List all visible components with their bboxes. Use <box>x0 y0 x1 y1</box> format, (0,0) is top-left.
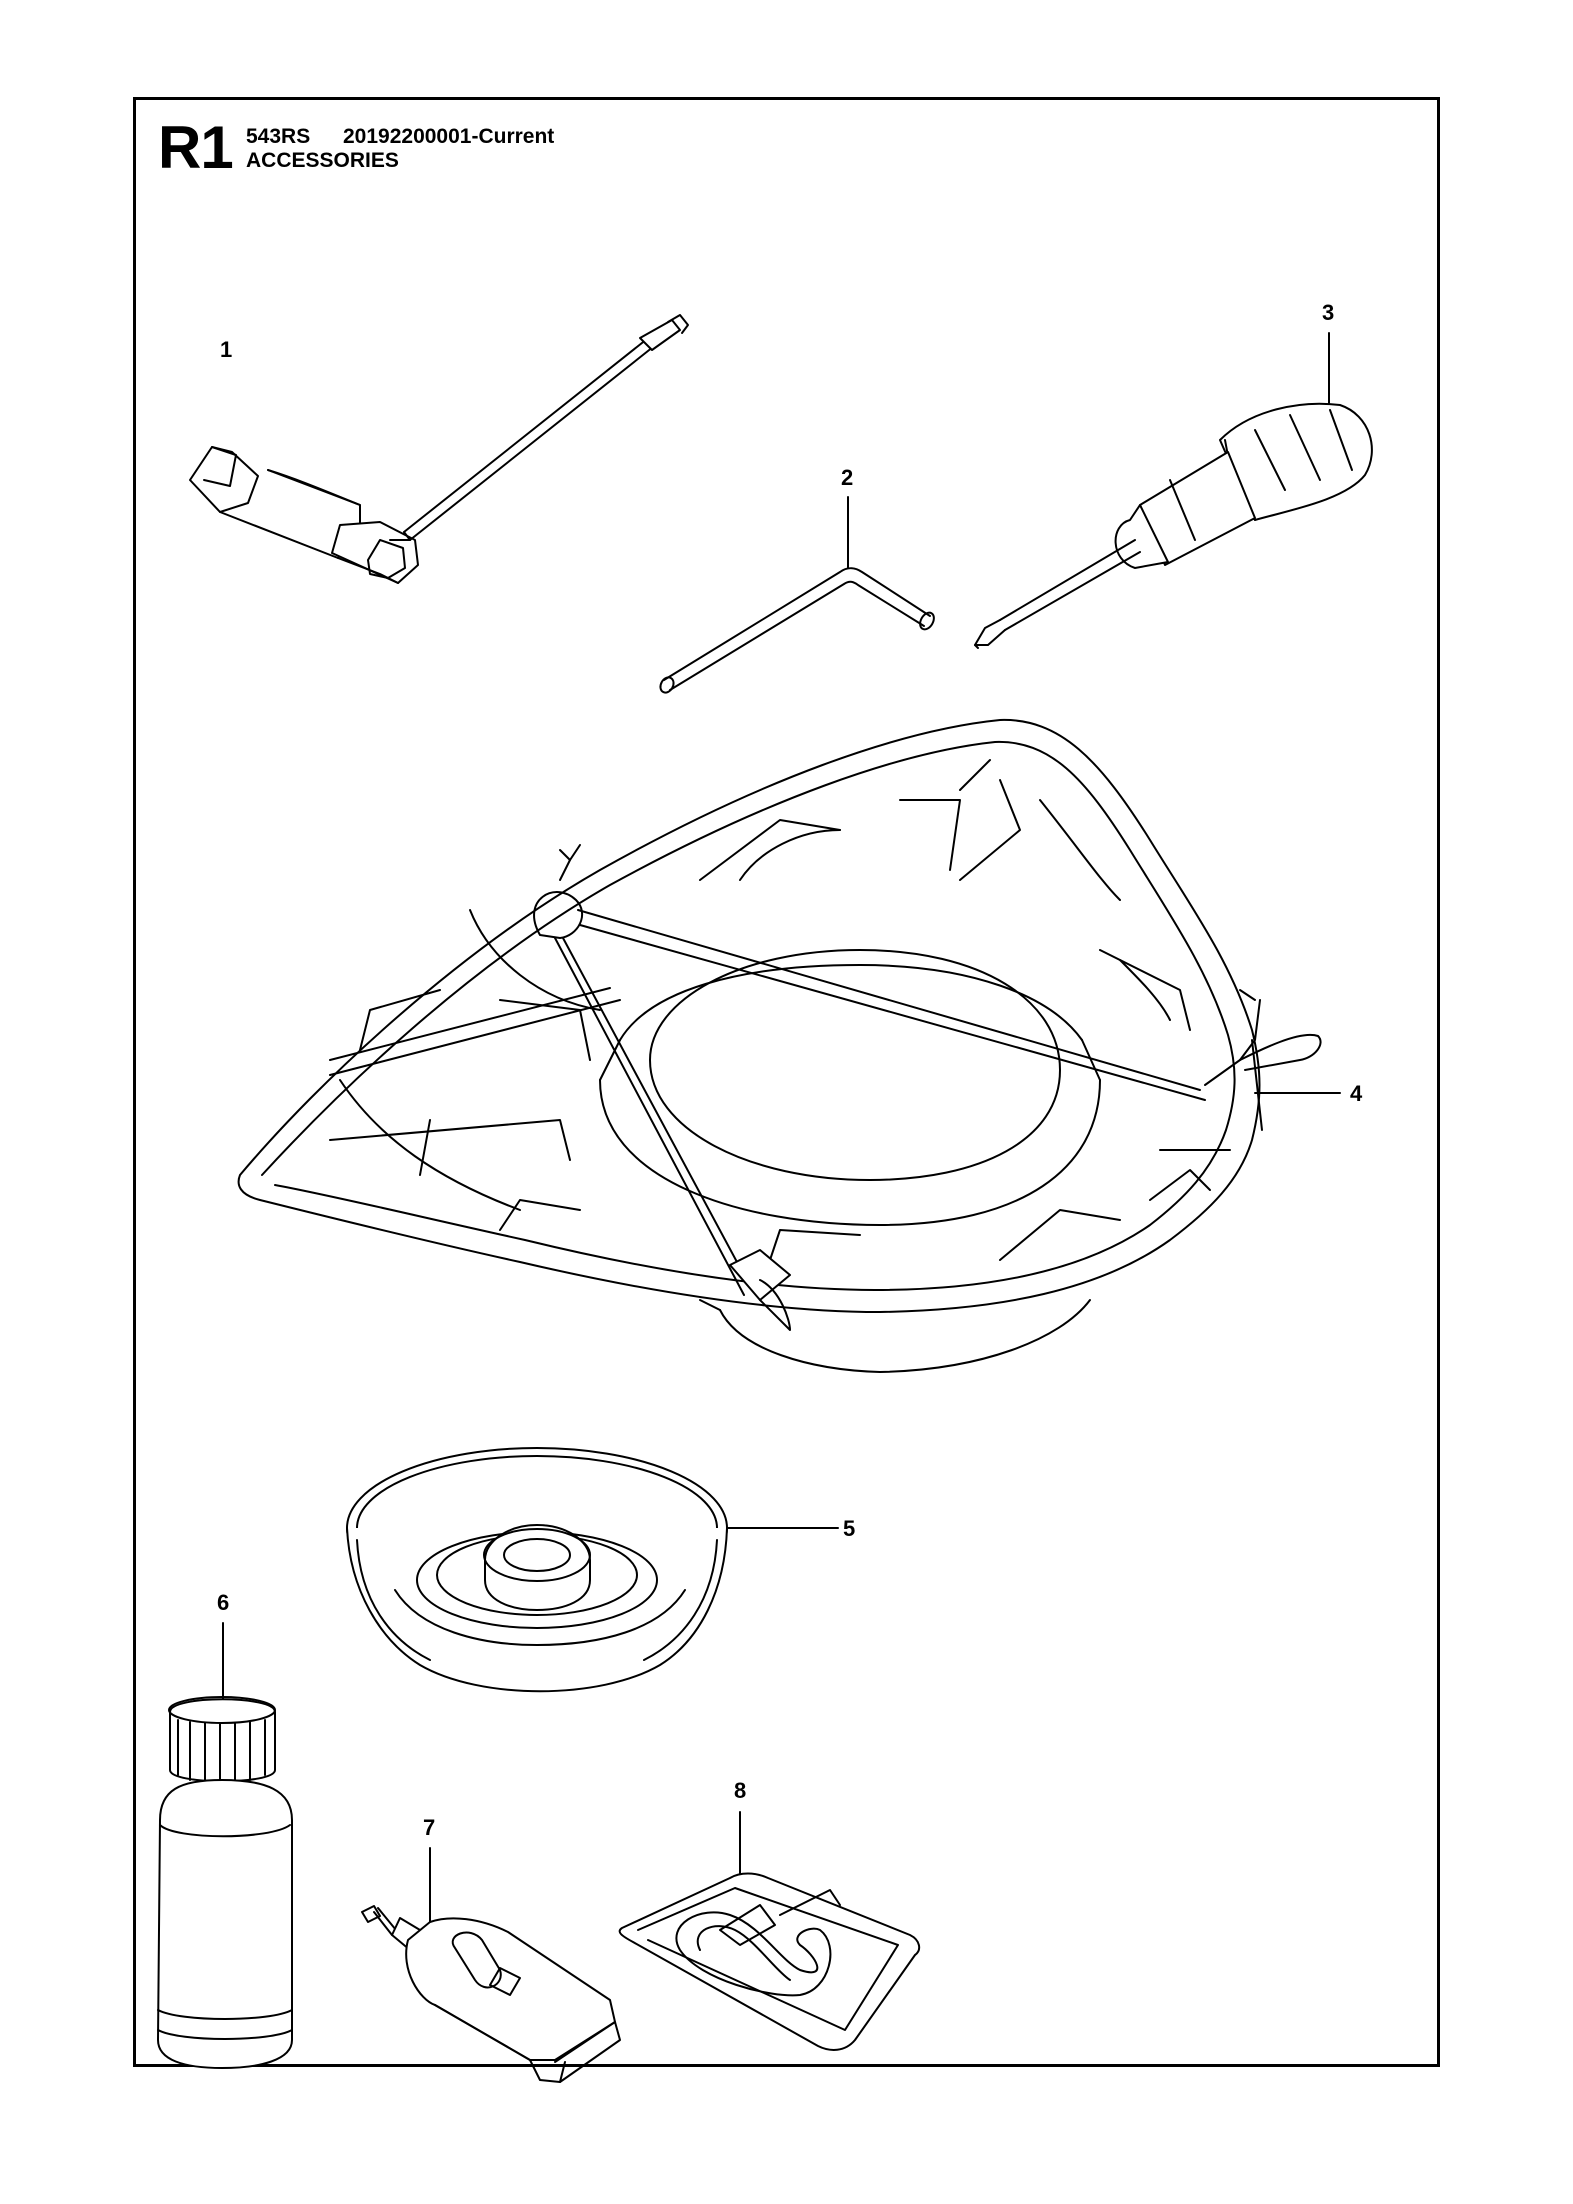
model-number: 543RS <box>246 125 311 148</box>
grease-tube-part: 7 <box>362 1815 620 2082</box>
screwdriver-part: 3 <box>975 300 1372 648</box>
callout-3: 3 <box>1322 300 1334 325</box>
section-title: ACCESSORIES <box>246 149 399 172</box>
callout-2: 2 <box>841 465 853 490</box>
trimmer-guard-part <box>239 720 1321 1372</box>
callout-4: 4 <box>1350 1081 1363 1106</box>
combination-spanner-part <box>190 315 688 583</box>
callout-6: 6 <box>217 1590 229 1615</box>
callout-7: 7 <box>423 1815 435 1840</box>
part-number: 20192200001-Current <box>343 125 555 148</box>
drawing-frame <box>133 97 1440 2067</box>
callout-5: 5 <box>843 1516 855 1541</box>
hex-key-part: 2 <box>658 465 937 695</box>
callout-8: 8 <box>734 1778 746 1803</box>
support-cup-part <box>347 1448 838 1691</box>
oil-bottle-part: 6 <box>158 1590 292 2068</box>
section-code: R1 <box>158 114 234 181</box>
callout-1: 1 <box>220 337 232 362</box>
harness-bag-part: 8 <box>620 1778 920 2050</box>
